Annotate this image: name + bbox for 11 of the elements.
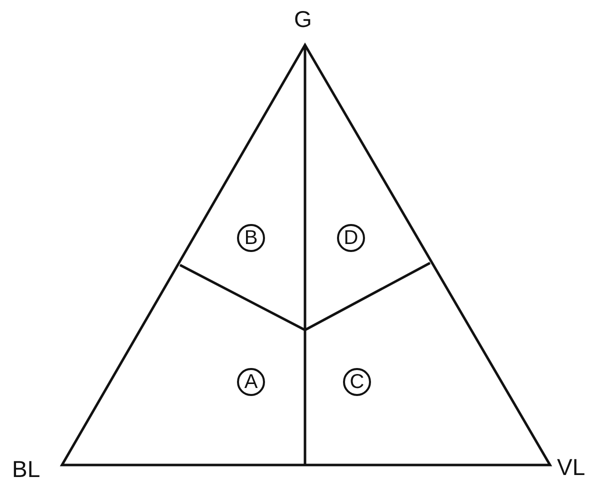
region-marker-circle [343,368,371,396]
region-letter: A [244,370,258,394]
region-letter: D [344,226,358,250]
region-letter: C [350,370,364,394]
region-letter: B [244,226,258,250]
vertex-label: BL [12,458,40,481]
vertex-label: G [294,8,312,31]
region-marker-circle [237,368,265,396]
vertex-label: VL [557,456,586,479]
region-marker-circle [237,224,265,252]
region-marker-circle [337,224,365,252]
